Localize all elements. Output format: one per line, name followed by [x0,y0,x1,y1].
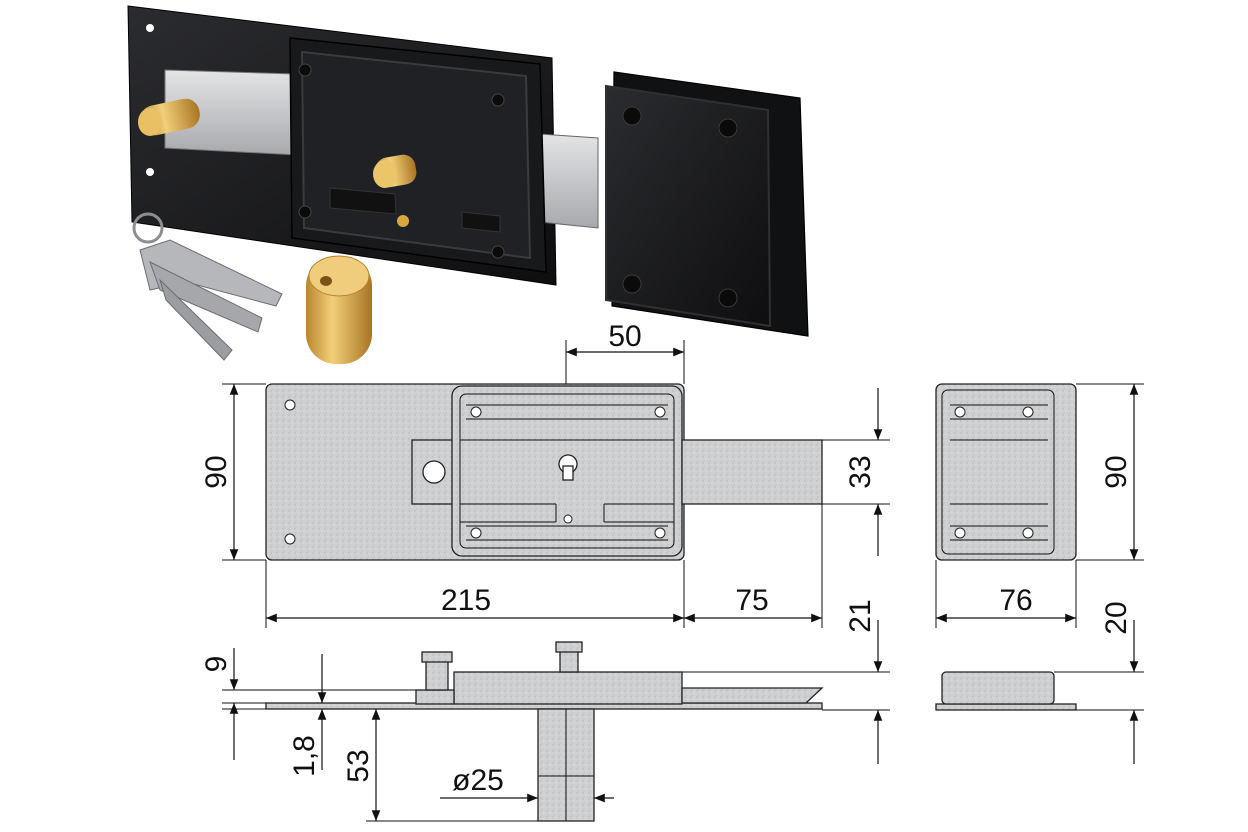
dimension-lines [222,340,1144,822]
dim-76: 76 [999,584,1032,617]
dim-9: 9 [200,656,233,673]
dim-50: 50 [608,320,641,353]
lock-product-illustration [127,5,809,364]
dim-75: 75 [735,584,768,617]
dimension-labels: 50 90 33 90 215 75 76 21 20 9 1,8 53 ø25 [200,320,1133,797]
dim-20: 20 [1100,601,1133,634]
dim-21: 21 [844,599,877,632]
dim-1-8: 1,8 [288,735,321,777]
keeper-front-view [935,383,1077,561]
dim-53: 53 [342,749,375,782]
side-view [265,641,824,822]
dim-90-right: 90 [1100,455,1133,488]
dim-215: 215 [441,584,491,617]
dim-diameter-25: ø25 [452,764,504,797]
dim-33: 33 [844,455,877,488]
dim-90-left: 90 [200,455,233,488]
keeper-side-view [935,671,1077,711]
front-view [265,383,823,561]
